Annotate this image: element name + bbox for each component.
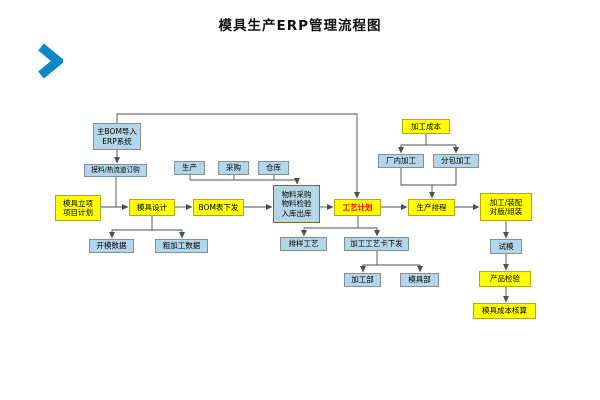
node-label: 对版/组装 (489, 207, 523, 216)
node-label: 厂内加工 (386, 156, 416, 166)
node-rough-machining-data: 粗加工数据 (155, 239, 208, 253)
node-outsourced-processing: 分包加工 (433, 154, 479, 168)
node-inhouse-processing: 厂内加工 (378, 154, 424, 168)
node-label: 模具成本核算 (482, 306, 527, 316)
node-processing-cost: 加工成本 (402, 119, 450, 134)
page-title: 模具生产ERP管理流程图 (218, 18, 382, 34)
node-label: 生产 (182, 163, 197, 173)
connector-line (189, 175, 297, 181)
node-process-plan: 工艺计划 (334, 199, 381, 216)
connector-line (360, 251, 378, 273)
node-label: 模具设计 (137, 202, 167, 212)
connector-line (152, 229, 185, 239)
node-label: 加工工艺卡下发 (350, 239, 403, 249)
connector-line (377, 264, 423, 273)
node-label: 分包加工 (441, 156, 471, 166)
node-mold-dept: 模具部 (400, 273, 439, 287)
connector-line (426, 144, 459, 154)
node-material-order: 模料/热流道订购 (84, 164, 147, 177)
node-label: 生产排程 (416, 202, 447, 212)
node-label: 开模数据 (96, 241, 127, 251)
node-process-card-release: 加工工艺卡下发 (344, 237, 409, 251)
node-processing-dept: 加工部 (344, 273, 381, 287)
node-project-initiation: 模具立项 项目计划 (55, 195, 101, 221)
connector-line (109, 216, 153, 239)
node-mold-cost-accounting: 模具成本核算 (473, 303, 536, 319)
connector-line (400, 168, 457, 186)
node-label: 工艺计划 (342, 202, 373, 212)
node-label: 加工成本 (411, 121, 441, 131)
node-bom-import: 主BOM导入 ERP系统 (93, 123, 141, 150)
node-product-inspection: 产品检验 (479, 271, 531, 287)
node-label: 加工部 (351, 275, 374, 285)
node-purchasing: 采购 (218, 161, 249, 175)
node-label: 试模 (498, 241, 514, 251)
node-label: 加工/装配 (489, 197, 523, 207)
node-label: 物料检验 (281, 199, 312, 209)
node-label: 模具部 (408, 275, 431, 285)
node-label: 仓库 (266, 163, 281, 173)
node-layout-process: 排样工艺 (280, 237, 327, 251)
node-label: 模料/热流道订购 (91, 166, 140, 175)
connector-line (398, 134, 427, 154)
connector-line (358, 227, 380, 237)
node-bom-release: BOM表下发 (193, 199, 244, 216)
node-label: 粗加工数据 (162, 241, 201, 251)
node-label: 产品检验 (490, 274, 520, 284)
node-warehouse: 仓库 (258, 161, 289, 175)
node-label: 模具立项 (63, 198, 93, 208)
node-trial-mold: 试模 (490, 239, 522, 254)
node-material-flow: 物料采购 物料检验 入库出库 (273, 185, 320, 223)
node-label: 排样工艺 (288, 239, 319, 249)
node-label: 物料采购 (281, 189, 312, 199)
node-assembly: 加工/装配 对版/组装 (480, 193, 532, 221)
node-production-schedule: 生产排程 (408, 199, 455, 216)
node-production: 生产 (174, 161, 205, 175)
node-label: 入库出库 (281, 208, 312, 218)
node-label: ERP系统 (102, 136, 132, 146)
node-label: 主BOM导入 (97, 127, 137, 137)
node-mold-design: 模具设计 (129, 199, 175, 216)
blue-chevron-icon (38, 43, 63, 79)
node-label: 项目计划 (63, 208, 93, 217)
node-label: BOM表下发 (198, 202, 239, 212)
node-mold-open-data: 开模数据 (89, 239, 134, 253)
node-label: 采购 (226, 163, 241, 173)
connector-line (116, 113, 360, 199)
